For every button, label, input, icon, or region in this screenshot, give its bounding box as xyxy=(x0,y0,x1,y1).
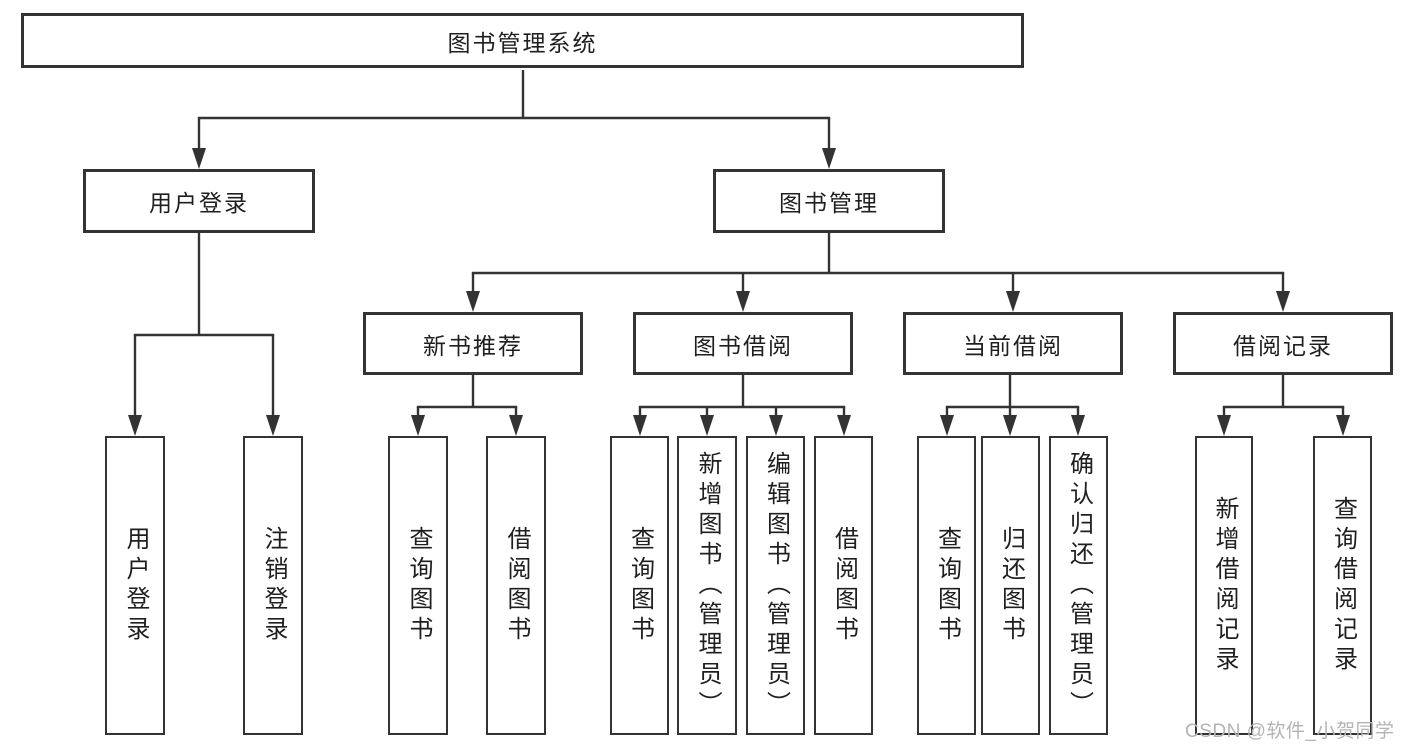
node-label: 图书管理系统 xyxy=(447,29,598,56)
leaf-return-books: 归还图书 xyxy=(981,436,1040,735)
watermark: CSDN @软件_小贺同学 xyxy=(1185,721,1395,742)
node-label: 图书管理 xyxy=(779,190,879,216)
leaf-label: 用户登录 xyxy=(122,525,149,646)
leaf-label: 注销登录 xyxy=(260,525,287,646)
leaf-label: 新增借阅记录 xyxy=(1211,495,1238,676)
leaf-add-books-admin: 新增图书（管理员） xyxy=(677,436,737,735)
leaf-user-login: 用户登录 xyxy=(105,436,165,735)
leaf-label: 确认归还（管理员） xyxy=(1065,450,1093,721)
node-label: 借阅记录 xyxy=(1233,332,1333,359)
node-borrowing-records: 借阅记录 xyxy=(1173,312,1393,375)
leaf-label: 归还图书 xyxy=(997,525,1025,646)
node-new-book-recommendation: 新书推荐 xyxy=(363,312,583,375)
node-book-borrowing: 图书借阅 xyxy=(633,312,853,375)
node-label: 用户登录 xyxy=(149,190,249,216)
node-label: 新书推荐 xyxy=(423,332,523,359)
node-current-borrowing: 当前借阅 xyxy=(903,312,1123,375)
node-label: 当前借阅 xyxy=(963,332,1063,359)
leaf-query-books-recommend: 查询图书 xyxy=(388,436,448,735)
leaf-label: 查询图书 xyxy=(405,525,432,646)
node-library-system: 图书管理系统 xyxy=(21,13,1024,68)
leaf-confirm-return-admin: 确认归还（管理员） xyxy=(1049,436,1108,735)
leaf-label: 编辑图书（管理员） xyxy=(762,450,790,721)
leaf-query-books-borrow: 查询图书 xyxy=(610,436,669,735)
leaf-query-borrow-record: 查询借阅记录 xyxy=(1313,436,1372,735)
leaf-label: 查询图书 xyxy=(626,525,654,646)
leaf-label: 借阅图书 xyxy=(503,525,530,646)
leaf-edit-books-admin: 编辑图书（管理员） xyxy=(746,436,805,735)
leaf-borrow-books-recommend: 借阅图书 xyxy=(486,436,546,735)
leaf-label: 借阅图书 xyxy=(830,525,858,646)
leaf-label: 新增图书（管理员） xyxy=(694,450,721,721)
node-book-management: 图书管理 xyxy=(713,169,945,233)
leaf-add-borrow-record: 新增借阅记录 xyxy=(1195,436,1253,735)
node-user-login: 用户登录 xyxy=(83,169,315,233)
leaf-borrow-books-borrow: 借阅图书 xyxy=(814,436,873,735)
leaf-query-books-current: 查询图书 xyxy=(917,436,976,735)
leaf-logout: 注销登录 xyxy=(243,436,303,735)
leaf-label: 查询借阅记录 xyxy=(1329,495,1357,676)
node-label: 图书借阅 xyxy=(693,332,793,359)
leaf-label: 查询图书 xyxy=(933,525,961,646)
